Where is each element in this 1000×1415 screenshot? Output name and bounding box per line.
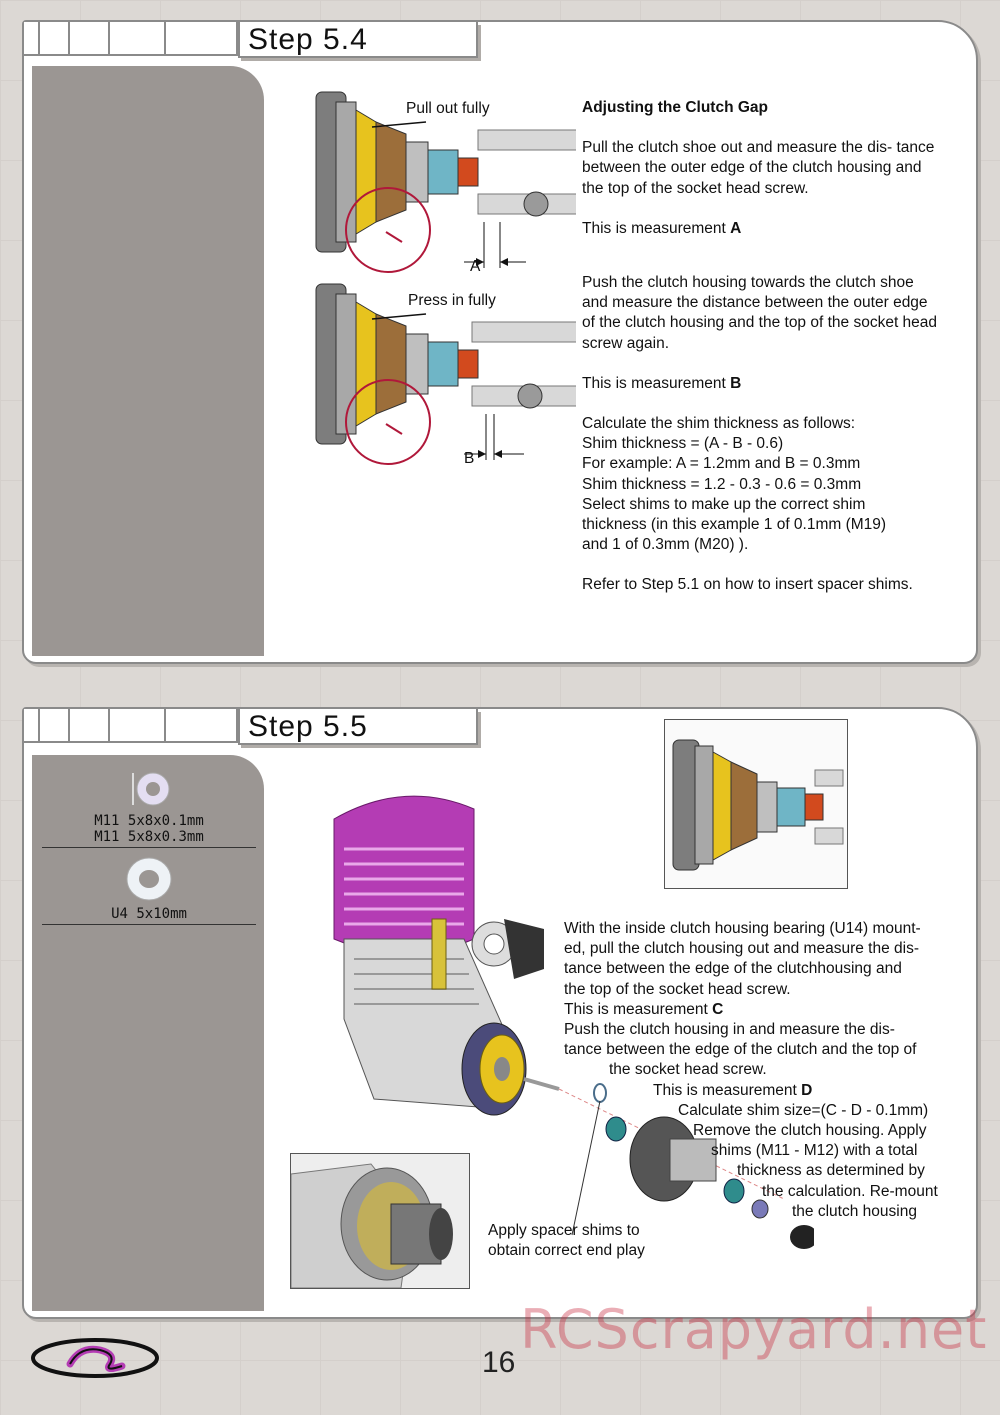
text-line: the calculation. Re-mount [762,1182,938,1200]
clutch-diagram-press [315,283,576,465]
watermark: RCScrapyard.net [520,1298,988,1361]
parts-list: M11 5x8x0.1mm M11 5x8x0.3mm U4 5x10mm [42,769,256,933]
text-line: With the inside clutch housing bearing (… [564,920,921,937]
step-title: Step 5.5 [238,709,478,745]
measurement-c-line: This is measurement C [564,1000,724,1018]
text-line: tance between the edge of the clutchhous… [564,960,902,978]
shim-washer-icon [132,772,170,806]
label-measurement-a: A [470,258,481,275]
clutch-diagram-pull [315,91,576,273]
label-press-in: Press in fully [408,292,496,309]
callout-spacer-shims: Apply spacer shims to obtain correct end… [488,1222,645,1259]
step-5-4-instructions: Adjusting the Clutch Gap Pull the clutch… [582,98,942,616]
step-5-5-header: Step 5.5 [24,709,504,747]
paragraph: Pull the clutch shoe out and measure the… [582,139,935,197]
measurement-d-line: This is measurement D [653,1081,813,1099]
text-line: Calculate shim size=(C - D - 0.1mm) [678,1101,929,1119]
step-5-4-panel: Step 5.4 Pull out fully A [22,20,978,664]
sidebar-panel: M11 5x8x0.1mm M11 5x8x0.3mm U4 5x10mm [32,755,264,1311]
text-line: thickness as determined by [737,1162,925,1180]
step-5-4-header: Step 5.4 [24,22,504,60]
measurement-b-line: This is measurement B [582,374,742,392]
text-line: the top of the socket head screw. [564,980,791,998]
text-line: the clutch housing [792,1202,917,1220]
paragraph: Refer to Step 5.1 on how to insert space… [582,576,913,594]
step-5-5-instructions: With the inside clutch housing bearing (… [564,919,938,1222]
parts-list-item: M11 5x8x0.1mm M11 5x8x0.3mm [42,813,256,848]
section-heading: Adjusting the Clutch Gap [582,99,768,116]
label-pull-out: Pull out fully [406,100,490,117]
step-5-5-panel: Step 5.5 M11 5x8x0.1mm M11 5x8x0.3mm U4 … [22,707,978,1319]
text-line: ed, pull the clutch housing out and meas… [564,940,920,958]
step-title: Step 5.4 [238,22,478,58]
paragraph: Push the clutch housing towards the clut… [582,274,938,352]
brand-logo [31,1338,159,1378]
bearing-washer-icon [126,857,172,901]
clutch-detail-inset [664,719,848,889]
text-line: shims (M11 - M12) with a total [711,1142,918,1160]
text-line: Push the clutch housing in and measure t… [564,1021,895,1039]
page-number: 16 [482,1346,516,1379]
parts-list-item: U4 5x10mm [42,906,256,925]
engine-exploded-diagram [333,795,814,1249]
measurement-a-line: This is measurement A [582,219,742,237]
text-line: the socket head screw. [609,1061,767,1079]
text-line: Remove the clutch housing. Apply [693,1122,927,1140]
text-line: tance between the edge of the clutch and… [564,1041,917,1059]
label-measurement-b: B [464,450,475,467]
calculation-block: Calculate the shim thickness as follows:… [582,415,887,554]
sidebar-panel [32,66,264,656]
crankshaft-detail-inset [290,1153,470,1289]
